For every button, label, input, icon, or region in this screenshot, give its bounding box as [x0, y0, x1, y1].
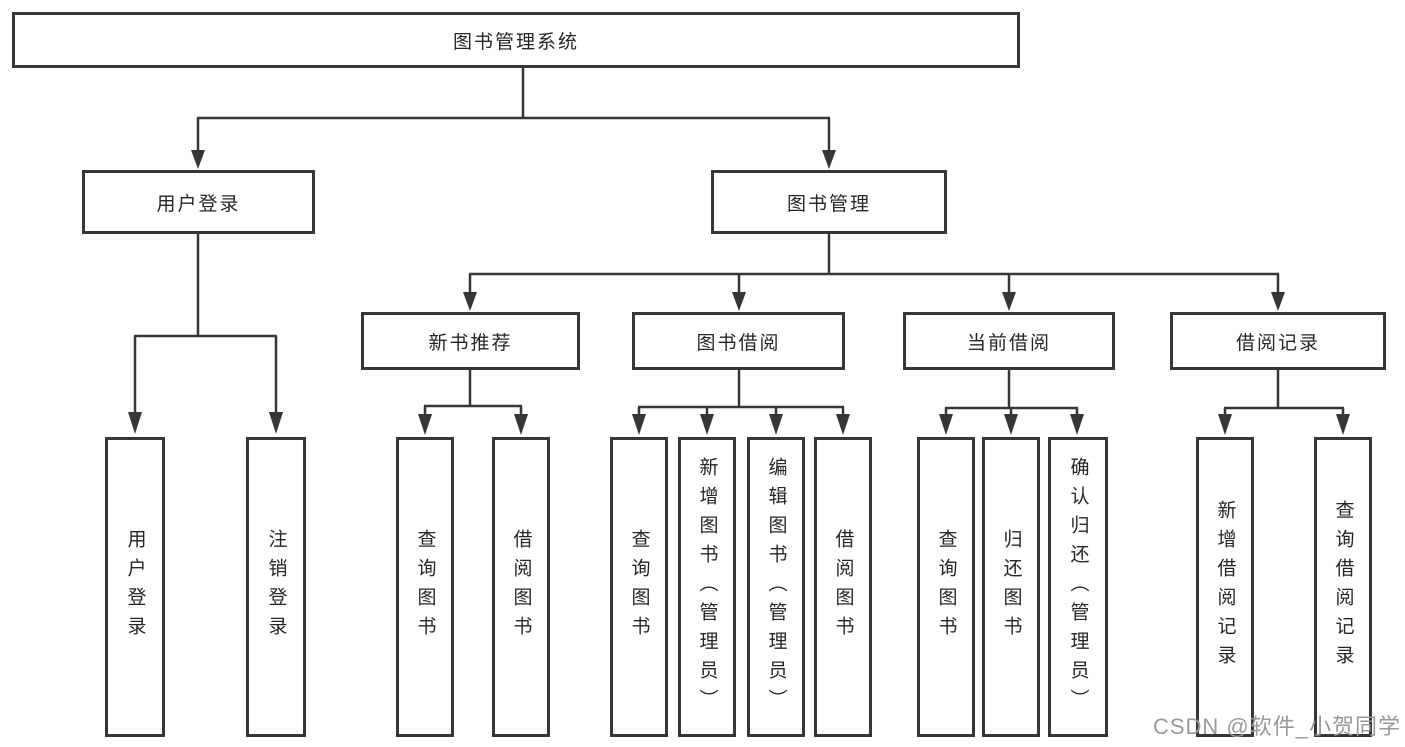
- arrowheads-current-leaves: [939, 414, 1084, 435]
- connector-borrow-to-leaves: [637, 370, 845, 414]
- leaf-return-books: 归还图书: [982, 437, 1040, 737]
- node-current-borrowing: 当前借阅: [903, 312, 1115, 370]
- node-book-borrowing: 图书借阅: [632, 312, 845, 370]
- leaf-query-books-recommend-label: 查询图书: [414, 529, 436, 645]
- node-borrowing-records-label: 借阅记录: [1235, 332, 1320, 354]
- leaf-query-borrow-record: 查询借阅记录: [1314, 437, 1372, 737]
- node-book-management: 图书管理: [711, 170, 947, 234]
- leaf-return-books-label: 归还图书: [1000, 529, 1022, 645]
- leaf-query-books-recommend: 查询图书: [396, 437, 454, 737]
- leaf-logout-label: 注销登录: [265, 529, 287, 645]
- connector-current-to-leaves: [944, 370, 1079, 414]
- leaf-logout: 注销登录: [246, 437, 306, 737]
- leaf-user-login: 用户登录: [105, 437, 165, 737]
- node-root: 图书管理系统: [12, 12, 1020, 68]
- arrowheads-level3: [463, 292, 1285, 311]
- leaf-query-books-current: 查询图书: [917, 437, 975, 737]
- leaf-borrow-books-recommend: 借阅图书: [492, 437, 550, 737]
- leaf-borrow-books: 借阅图书: [814, 437, 872, 737]
- node-book-borrowing-label: 图书借阅: [696, 332, 781, 354]
- arrowheads-record-leaves: [1218, 414, 1350, 435]
- node-current-borrowing-label: 当前借阅: [966, 332, 1051, 354]
- leaf-edit-books-admin-label: 编辑图书（管理员）: [765, 456, 787, 718]
- arrowheads-level2: [191, 150, 836, 169]
- node-book-management-label: 图书管理: [786, 193, 871, 215]
- connector-root-to-level2: [196, 68, 831, 150]
- leaf-confirm-return-admin-label: 确认归还（管理员）: [1067, 456, 1089, 718]
- leaf-query-borrow-record-label: 查询借阅记录: [1332, 500, 1354, 674]
- leaf-add-books-admin-label: 新增图书（管理员）: [696, 456, 718, 718]
- leaf-add-books-admin: 新增图书（管理员）: [678, 437, 736, 737]
- arrowheads-newbook-leaves: [418, 414, 528, 435]
- csdn-watermark: CSDN @软件_小贺同学: [1152, 714, 1401, 739]
- node-borrowing-records: 借阅记录: [1170, 312, 1386, 370]
- node-user-login: 用户登录: [82, 170, 315, 234]
- leaf-query-books-borrow-label: 查询图书: [628, 529, 650, 645]
- leaf-confirm-return-admin: 确认归还（管理员）: [1048, 437, 1108, 737]
- leaf-user-login-label: 用户登录: [124, 529, 146, 645]
- node-new-book-recommend: 新书推荐: [361, 312, 580, 370]
- leaf-query-books-borrow: 查询图书: [610, 437, 668, 737]
- connector-record-to-leaves: [1223, 370, 1345, 414]
- leaf-add-borrow-record: 新增借阅记录: [1196, 437, 1254, 737]
- leaf-borrow-books-recommend-label: 借阅图书: [510, 529, 532, 645]
- leaf-borrow-books-label: 借阅图书: [832, 529, 854, 645]
- connector-bookmgmt-to-level3: [468, 234, 1280, 292]
- arrowheads-userlogin-leaves: [128, 412, 283, 434]
- leaf-query-books-current-label: 查询图书: [935, 529, 957, 645]
- leaf-add-borrow-record-label: 新增借阅记录: [1214, 500, 1236, 674]
- leaf-edit-books-admin: 编辑图书（管理员）: [747, 437, 805, 737]
- node-new-book-recommend-label: 新书推荐: [428, 332, 513, 354]
- node-root-label: 图书管理系统: [452, 31, 579, 53]
- node-user-login-label: 用户登录: [156, 193, 241, 215]
- connector-newbook-to-leaves: [423, 370, 523, 414]
- connector-userlogin-to-leaves: [133, 234, 278, 412]
- arrowheads-borrow-leaves: [632, 414, 850, 435]
